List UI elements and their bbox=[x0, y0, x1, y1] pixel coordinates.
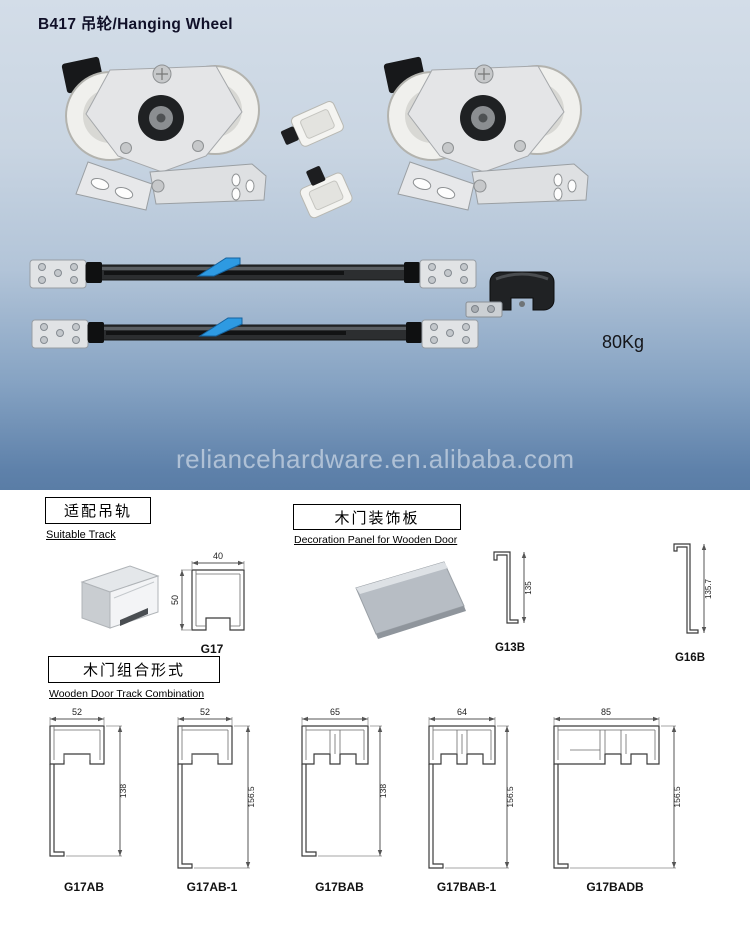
combo-g17bab-code: G17BAB bbox=[315, 880, 364, 894]
combo-g17bab-height-label: 138 bbox=[378, 784, 388, 798]
section-decoration-panel-zh: 木门装饰板 bbox=[334, 509, 420, 527]
combo-g17badb-height-label: 156.5 bbox=[672, 786, 682, 808]
combo-g17bab-1-drawing: 64 156.5 bbox=[428, 707, 515, 869]
watermark-text: reliancehardware.en.alibaba.com bbox=[176, 444, 575, 474]
g17-track-photo bbox=[80, 565, 160, 629]
combo-g17bab: 65 138 G17BAB bbox=[276, 706, 403, 894]
combo-g17ab: 52 138 G17AB bbox=[20, 706, 148, 894]
section-combination-zh: 木门组合形式 bbox=[82, 662, 185, 679]
section-suitable-track-zh: 适配吊轨 bbox=[63, 503, 132, 520]
g13b-panel-drawing: 135 bbox=[493, 551, 533, 624]
combo-g17ab-1-width-label: 52 bbox=[200, 707, 210, 717]
g16b-height-dim-label: 135.7 bbox=[704, 578, 713, 599]
door-stopper-catch bbox=[465, 271, 555, 318]
track-rail-top bbox=[29, 257, 477, 289]
section-combination-box: 木门组合形式 bbox=[48, 656, 220, 683]
combo-g17badb-code: G17BADB bbox=[586, 880, 644, 894]
section-suitable-track-en: Suitable Track bbox=[46, 529, 116, 541]
combo-g17badb: 85 156.5 G17BADB bbox=[530, 706, 700, 894]
section-combination-en: Wooden Door Track Combination bbox=[49, 688, 205, 700]
combo-g17ab-1-height-label: 156.5 bbox=[246, 786, 256, 808]
combo-g17badb-width-label: 85 bbox=[601, 707, 611, 717]
page-title: B417 吊轮/Hanging Wheel bbox=[38, 16, 233, 33]
g13b-height-dim-label: 135 bbox=[524, 581, 533, 595]
g17-code-label: G17 bbox=[200, 642, 224, 656]
section-suitable-track-box: 适配吊轨 bbox=[45, 497, 151, 524]
g17-height-dim-label: 50 bbox=[170, 595, 180, 605]
hanging-wheel-photo-right bbox=[382, 55, 589, 211]
combo-g17bab-1-code: G17BAB-1 bbox=[436, 880, 497, 894]
combo-g17ab-width-label: 52 bbox=[72, 707, 82, 717]
combination-drawings-row: 52 138 G17AB 52 bbox=[20, 706, 700, 894]
track-rail-bottom bbox=[31, 317, 479, 349]
section-decoration-panel-box: 木门装饰板 bbox=[293, 504, 461, 530]
hero-product-art bbox=[29, 55, 589, 349]
g16b-code-label: G16B bbox=[674, 652, 706, 664]
g16b-panel-drawing: 135.7 bbox=[673, 543, 713, 634]
load-capacity-label: 80Kg bbox=[602, 332, 645, 352]
section-decoration-panel-en: Decoration Panel for Wooden Door bbox=[294, 534, 458, 546]
combo-g17ab-code: G17AB bbox=[63, 880, 104, 894]
combo-g17bab-width-label: 65 bbox=[330, 707, 340, 717]
hero-section: B417 吊轮/Hanging Wheel 80Kg reliancehardw… bbox=[0, 0, 750, 490]
combo-g17ab-1-code: G17AB-1 bbox=[186, 880, 238, 894]
combo-g17bab-drawing: 65 138 bbox=[301, 707, 388, 857]
combo-g17ab-drawing: 52 138 bbox=[49, 707, 128, 857]
combo-g17bab-1-height-label: 156.5 bbox=[505, 786, 515, 808]
combo-g17badb-drawing: 85 156.5 bbox=[553, 707, 682, 869]
combo-g17ab-height-label: 138 bbox=[118, 784, 128, 798]
combo-g17ab-1: 52 156.5 G17AB-1 bbox=[148, 706, 276, 894]
combo-g17bab-1-width-label: 64 bbox=[457, 707, 467, 717]
g13b-code-label: G13B bbox=[494, 642, 526, 654]
clamp-connector-parts bbox=[280, 101, 353, 219]
g17-width-dim-label: 40 bbox=[213, 551, 223, 561]
combo-g17bab-1: 64 156.5 G17BAB-1 bbox=[403, 706, 530, 894]
hanging-wheel-photo-left bbox=[60, 55, 267, 211]
decoration-panel-photo bbox=[355, 561, 466, 639]
combo-g17ab-1-drawing: 52 156.5 bbox=[177, 707, 256, 869]
g17-track-dimension-drawing: 40 50 bbox=[170, 551, 245, 631]
